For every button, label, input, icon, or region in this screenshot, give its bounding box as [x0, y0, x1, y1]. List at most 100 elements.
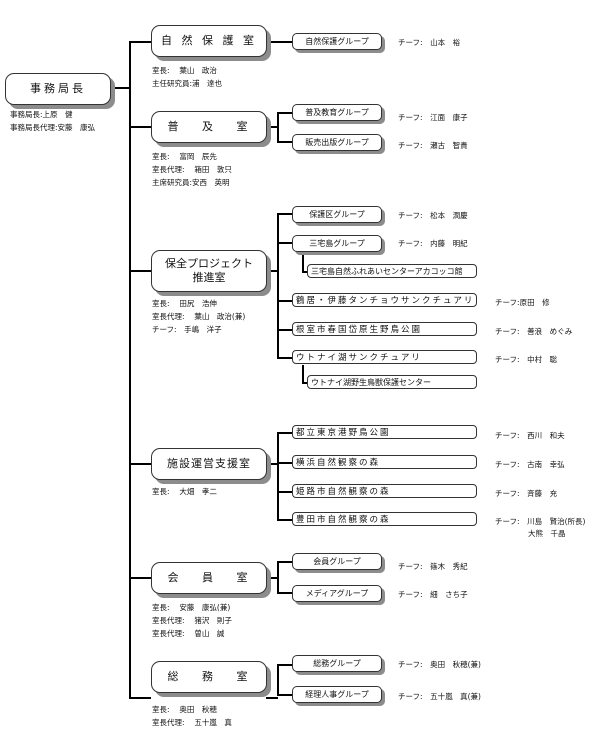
unit-chief: チーフ: 内藤 明紀 — [398, 239, 468, 248]
unit-box: 三宅島自然ふれあいセンターアカコッコ館 — [307, 264, 477, 278]
unit-name: 経理人事グループ — [305, 690, 369, 699]
unit-name: メディアグループ — [305, 589, 369, 598]
connector — [277, 112, 292, 114]
connector — [277, 141, 292, 143]
connector — [277, 213, 292, 215]
connector — [266, 270, 278, 272]
connector — [266, 41, 292, 43]
office-box-education: 普 及 室 — [151, 111, 267, 143]
unit-chief: チーフ: 篠木 秀紀 — [398, 562, 468, 571]
connector — [277, 519, 292, 521]
unit-chief: チーフ: 川島 賢治(所長) 大熊 千晶 — [495, 516, 585, 540]
staff-line: 室長: 富岡 辰先 — [152, 152, 217, 161]
connector — [266, 697, 278, 699]
unit-name: 自然保護グループ — [305, 37, 369, 46]
root-staff: 事務局長:上原 健 事務局長代理:安藤 康弘 — [10, 108, 95, 134]
unit-box: ウトナイ湖野生鳥獣保護センター — [307, 375, 477, 389]
connector — [129, 577, 151, 579]
staff-line: 事務局長:上原 健 — [10, 110, 73, 119]
unit-box: 横浜自然観察の森 — [292, 455, 477, 469]
staff-line: 主任研究員:浦 達也 — [152, 79, 223, 88]
office-box-facility-support: 施設運営支援室 — [151, 448, 267, 480]
connector — [277, 664, 279, 695]
office-staff: 室長: 富岡 辰先 室長代理: 箱田 敦只 主席研究員:安西 英明 — [152, 150, 232, 189]
unit-name: 横浜自然観察の森 — [296, 458, 381, 468]
office-box-nature-conservation: 自 然 保 護 室 — [151, 25, 267, 57]
staff-line: 室長代理: 葉山 政治(兼) — [152, 312, 246, 321]
staff-line: 室長: 奥田 秋穂 — [152, 705, 217, 714]
connector — [277, 213, 279, 358]
unit-chief: チーフ: 西川 和夫 — [495, 431, 565, 440]
office-title: 会 員 室 — [167, 571, 251, 584]
unit-box: 豊田市自然観察の森 — [292, 512, 477, 526]
office-box-conservation-project: 保全プロジェクト 推進室 — [151, 250, 267, 292]
unit-chief: チーフ: 奥田 秋穂(兼) — [398, 660, 481, 669]
root-title: 事務局長 — [30, 82, 86, 95]
office-box-general-affairs: 総 務 室 — [151, 661, 267, 693]
unit-name: ウトナイ湖サンクチュアリ — [296, 353, 422, 363]
staff-line: 室長: 葉山 政治 — [152, 66, 217, 75]
staff-line: 室長代理: 曽山 誠 — [152, 629, 225, 638]
connector — [129, 463, 151, 465]
connector — [277, 329, 292, 331]
unit-chief: チーフ: 中村 聡 — [495, 355, 558, 364]
connector — [277, 561, 279, 593]
office-staff: 室長: 大畑 孝二 — [152, 485, 217, 498]
staff-line: 室長代理: 箱田 敦只 — [152, 165, 232, 174]
unit-name: 総務グループ — [313, 659, 361, 668]
unit-box: 会員グループ — [292, 553, 382, 570]
staff-line: 事務局長代理:安藤 康弘 — [10, 123, 96, 132]
staff-line: 主席研究員:安西 英明 — [152, 178, 230, 187]
connector — [129, 41, 131, 697]
office-staff: 室長: 奥田 秋穂 室長代理: 五十嵐 真 — [152, 703, 232, 729]
staff-line: 室長: 安藤 康弘(兼) — [152, 603, 231, 612]
connector — [129, 126, 151, 128]
unit-chief-line: チーフ: 川島 賢治(所長) — [495, 517, 586, 526]
office-title-line: 推進室 — [192, 271, 226, 284]
staff-line: 室長代理: 五十嵐 真 — [152, 718, 232, 727]
unit-chief: チーフ: 瀬古 智貴 — [398, 141, 468, 150]
connector — [277, 462, 292, 464]
unit-box: 普及教育グループ — [292, 104, 382, 121]
office-box-membership: 会 員 室 — [151, 562, 267, 594]
unit-chief: チーフ: 古南 幸弘 — [495, 460, 565, 469]
unit-box: 総務グループ — [292, 655, 382, 672]
connector — [302, 250, 304, 272]
unit-box: 鶴居・伊藤タンチョウサンクチュアリ — [292, 293, 477, 307]
unit-box: 三宅島グループ — [292, 235, 382, 252]
connector — [266, 126, 278, 128]
unit-name: 保護区グループ — [309, 210, 365, 219]
connector — [129, 270, 151, 272]
office-staff: 室長: 葉山 政治 主任研究員:浦 達也 — [152, 64, 222, 90]
staff-line: 室長代理: 猪沢 則子 — [152, 616, 232, 625]
unit-box: 都立東京港野鳥公園 — [292, 425, 477, 439]
connector — [302, 365, 304, 383]
unit-box: 保護区グループ — [292, 206, 382, 223]
unit-chief: チーフ: 細 さち子 — [398, 590, 468, 599]
office-title: 普 及 室 — [167, 120, 251, 133]
unit-box: 根室市春国岱原生野鳥公園 — [292, 322, 477, 336]
connector — [302, 382, 308, 384]
connector — [277, 491, 292, 493]
unit-box: 姫路市自然観察の森 — [292, 484, 477, 498]
connector — [277, 432, 279, 520]
connector — [277, 432, 292, 434]
connector — [110, 87, 130, 89]
unit-name: 鶴居・伊藤タンチョウサンクチュアリ — [296, 296, 475, 306]
office-title: 保全プロジェクト 推進室 — [165, 257, 253, 285]
unit-chief: チーフ: 山本 裕 — [398, 38, 461, 47]
connector — [129, 41, 151, 43]
root-box-secretary-general: 事務局長 — [5, 73, 111, 105]
unit-box: 経理人事グループ — [292, 686, 382, 703]
connector — [277, 664, 292, 666]
unit-box: 販売出版グループ — [292, 134, 382, 151]
unit-name: 豊田市自然観察の森 — [296, 515, 391, 525]
office-staff: 室長: 田尻 浩伸 室長代理: 葉山 政治(兼) チーフ: 手嶋 洋子 — [152, 297, 245, 336]
unit-box: ウトナイ湖サンクチュアリ — [292, 350, 477, 364]
connector — [277, 694, 292, 696]
staff-line: 室長: 田尻 浩伸 — [152, 299, 217, 308]
connector — [277, 300, 292, 302]
connector — [277, 357, 292, 359]
unit-name: 根室市春国岱原生野鳥公園 — [296, 325, 423, 335]
unit-chief: チーフ: 善浪 めぐみ — [495, 327, 573, 336]
